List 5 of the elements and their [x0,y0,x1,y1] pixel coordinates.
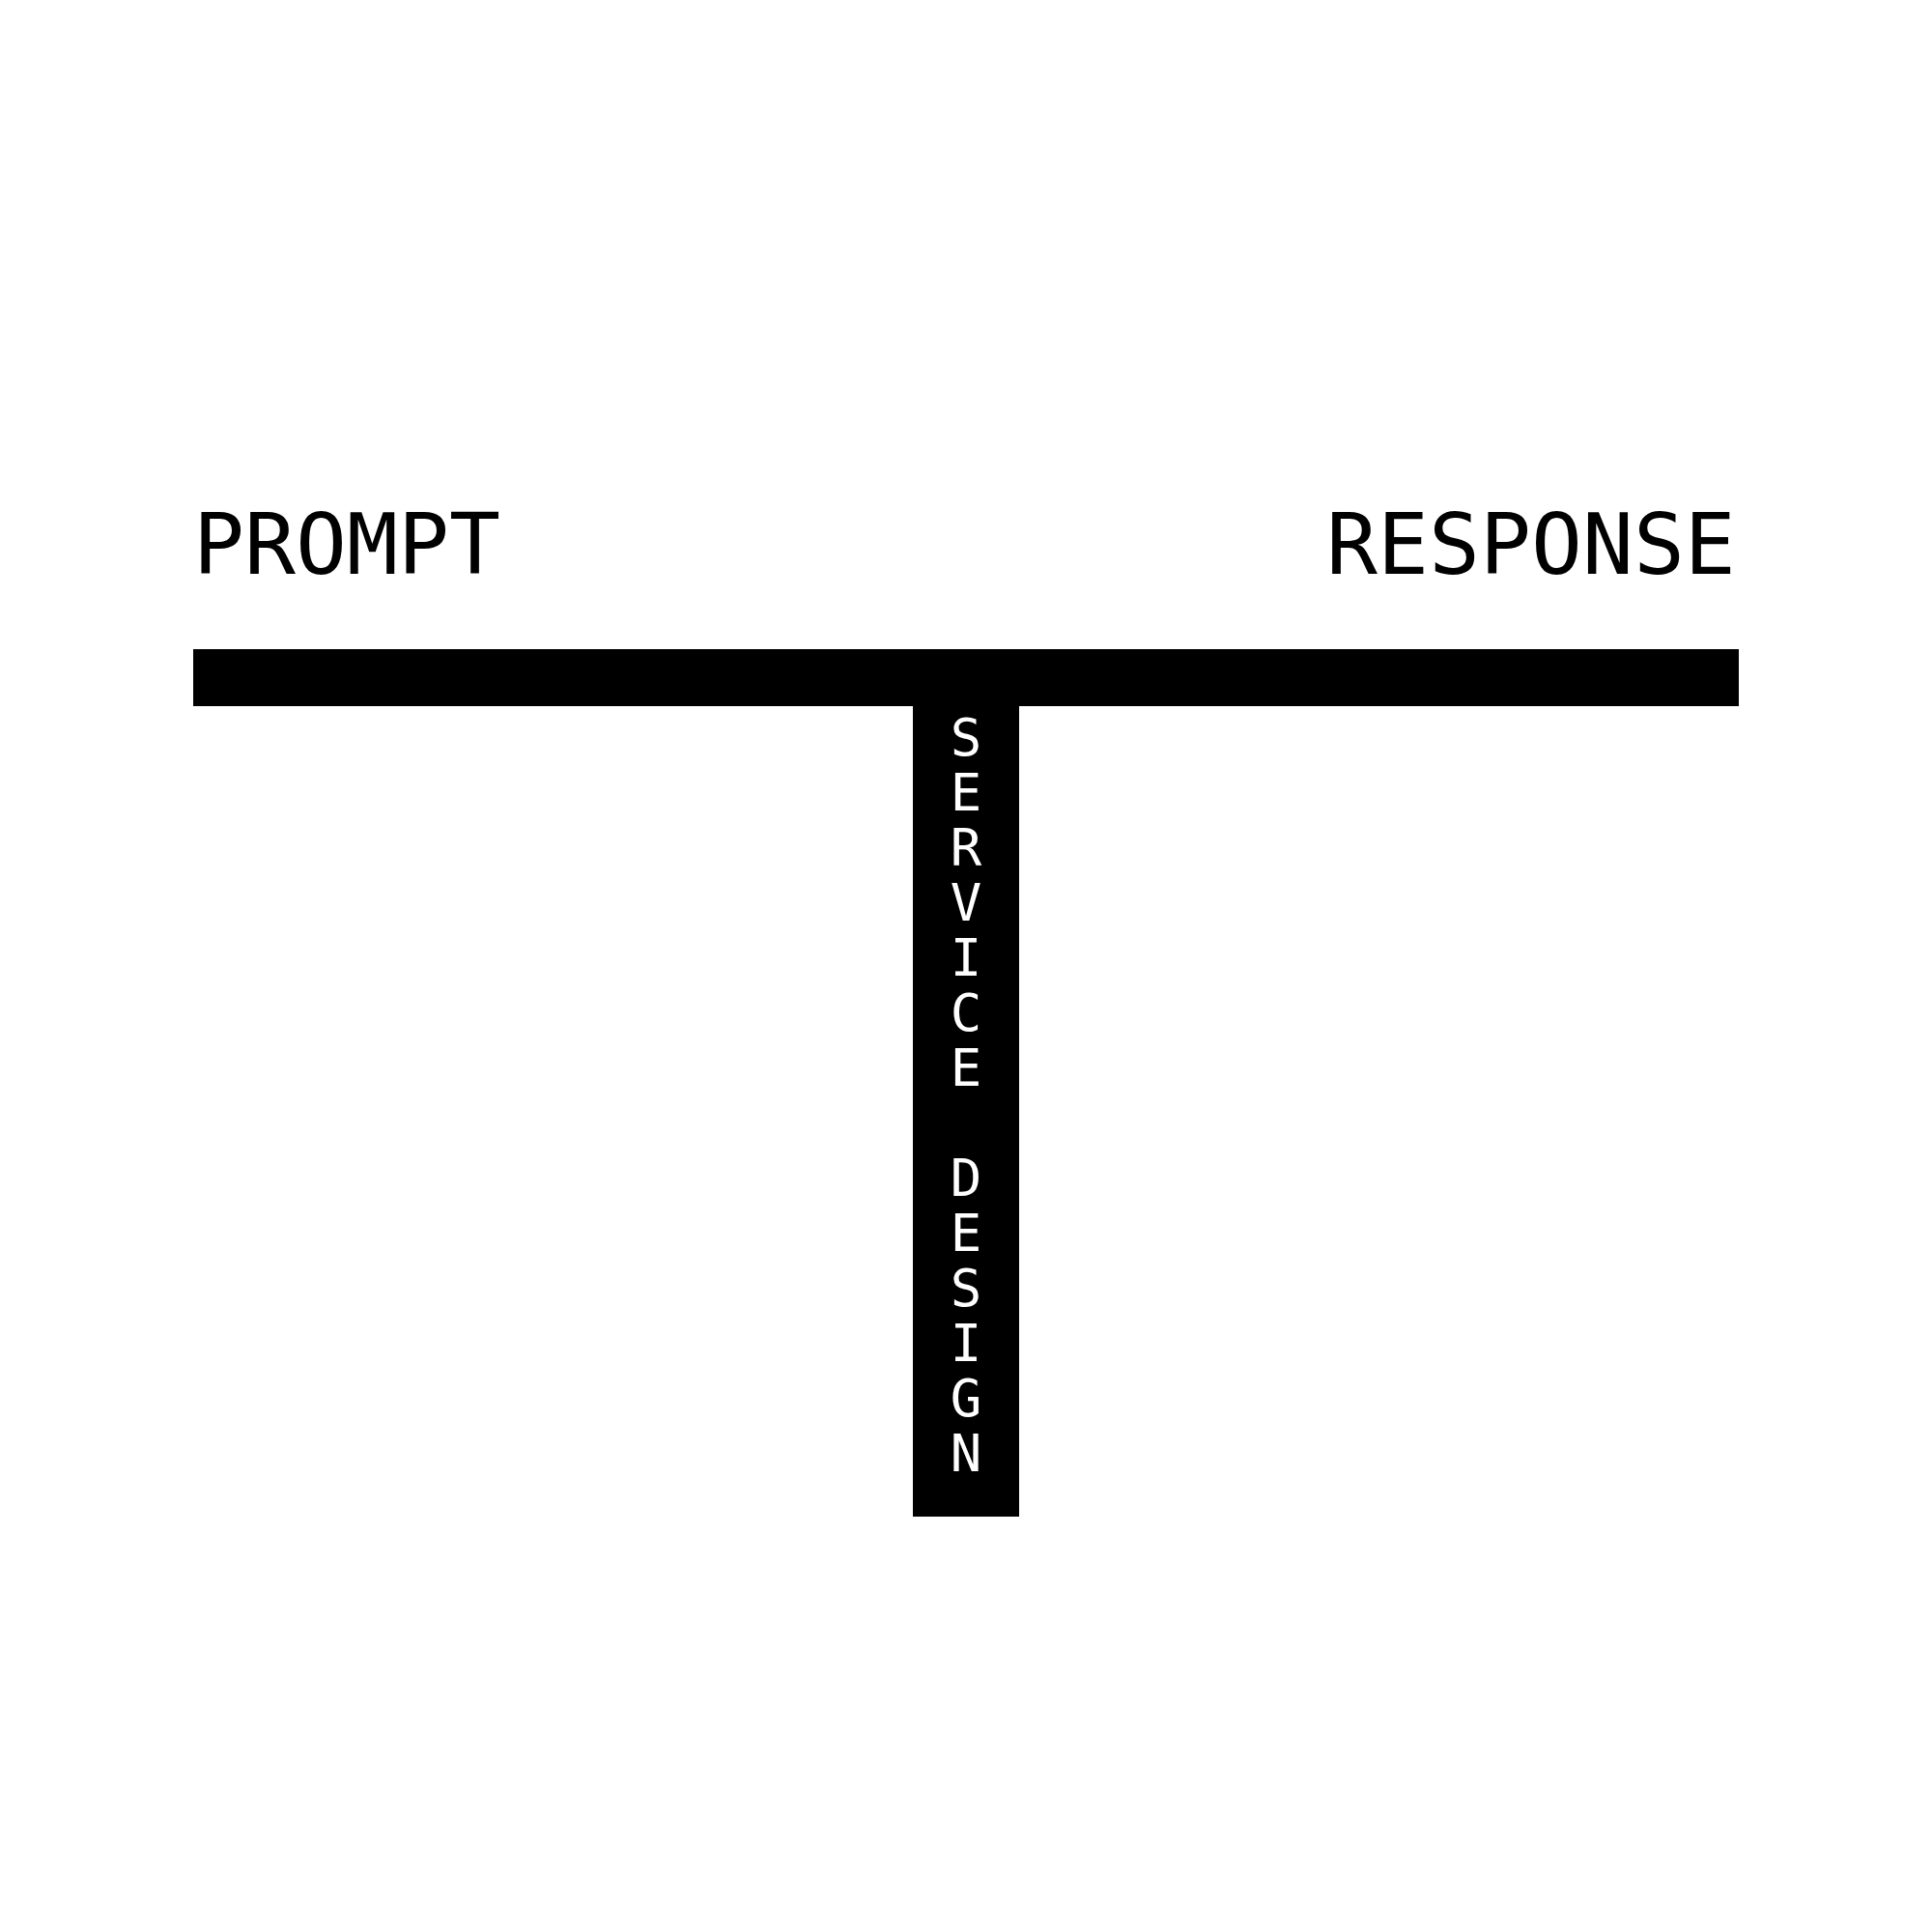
vertical-bar [913,706,1019,1517]
horizontal-bar [193,649,1739,706]
heading-label: PROMPT [193,502,500,587]
vertical-bar-label: SERVICE DESIGN [949,710,983,1481]
heading-label: RESPONSE [1326,502,1736,587]
